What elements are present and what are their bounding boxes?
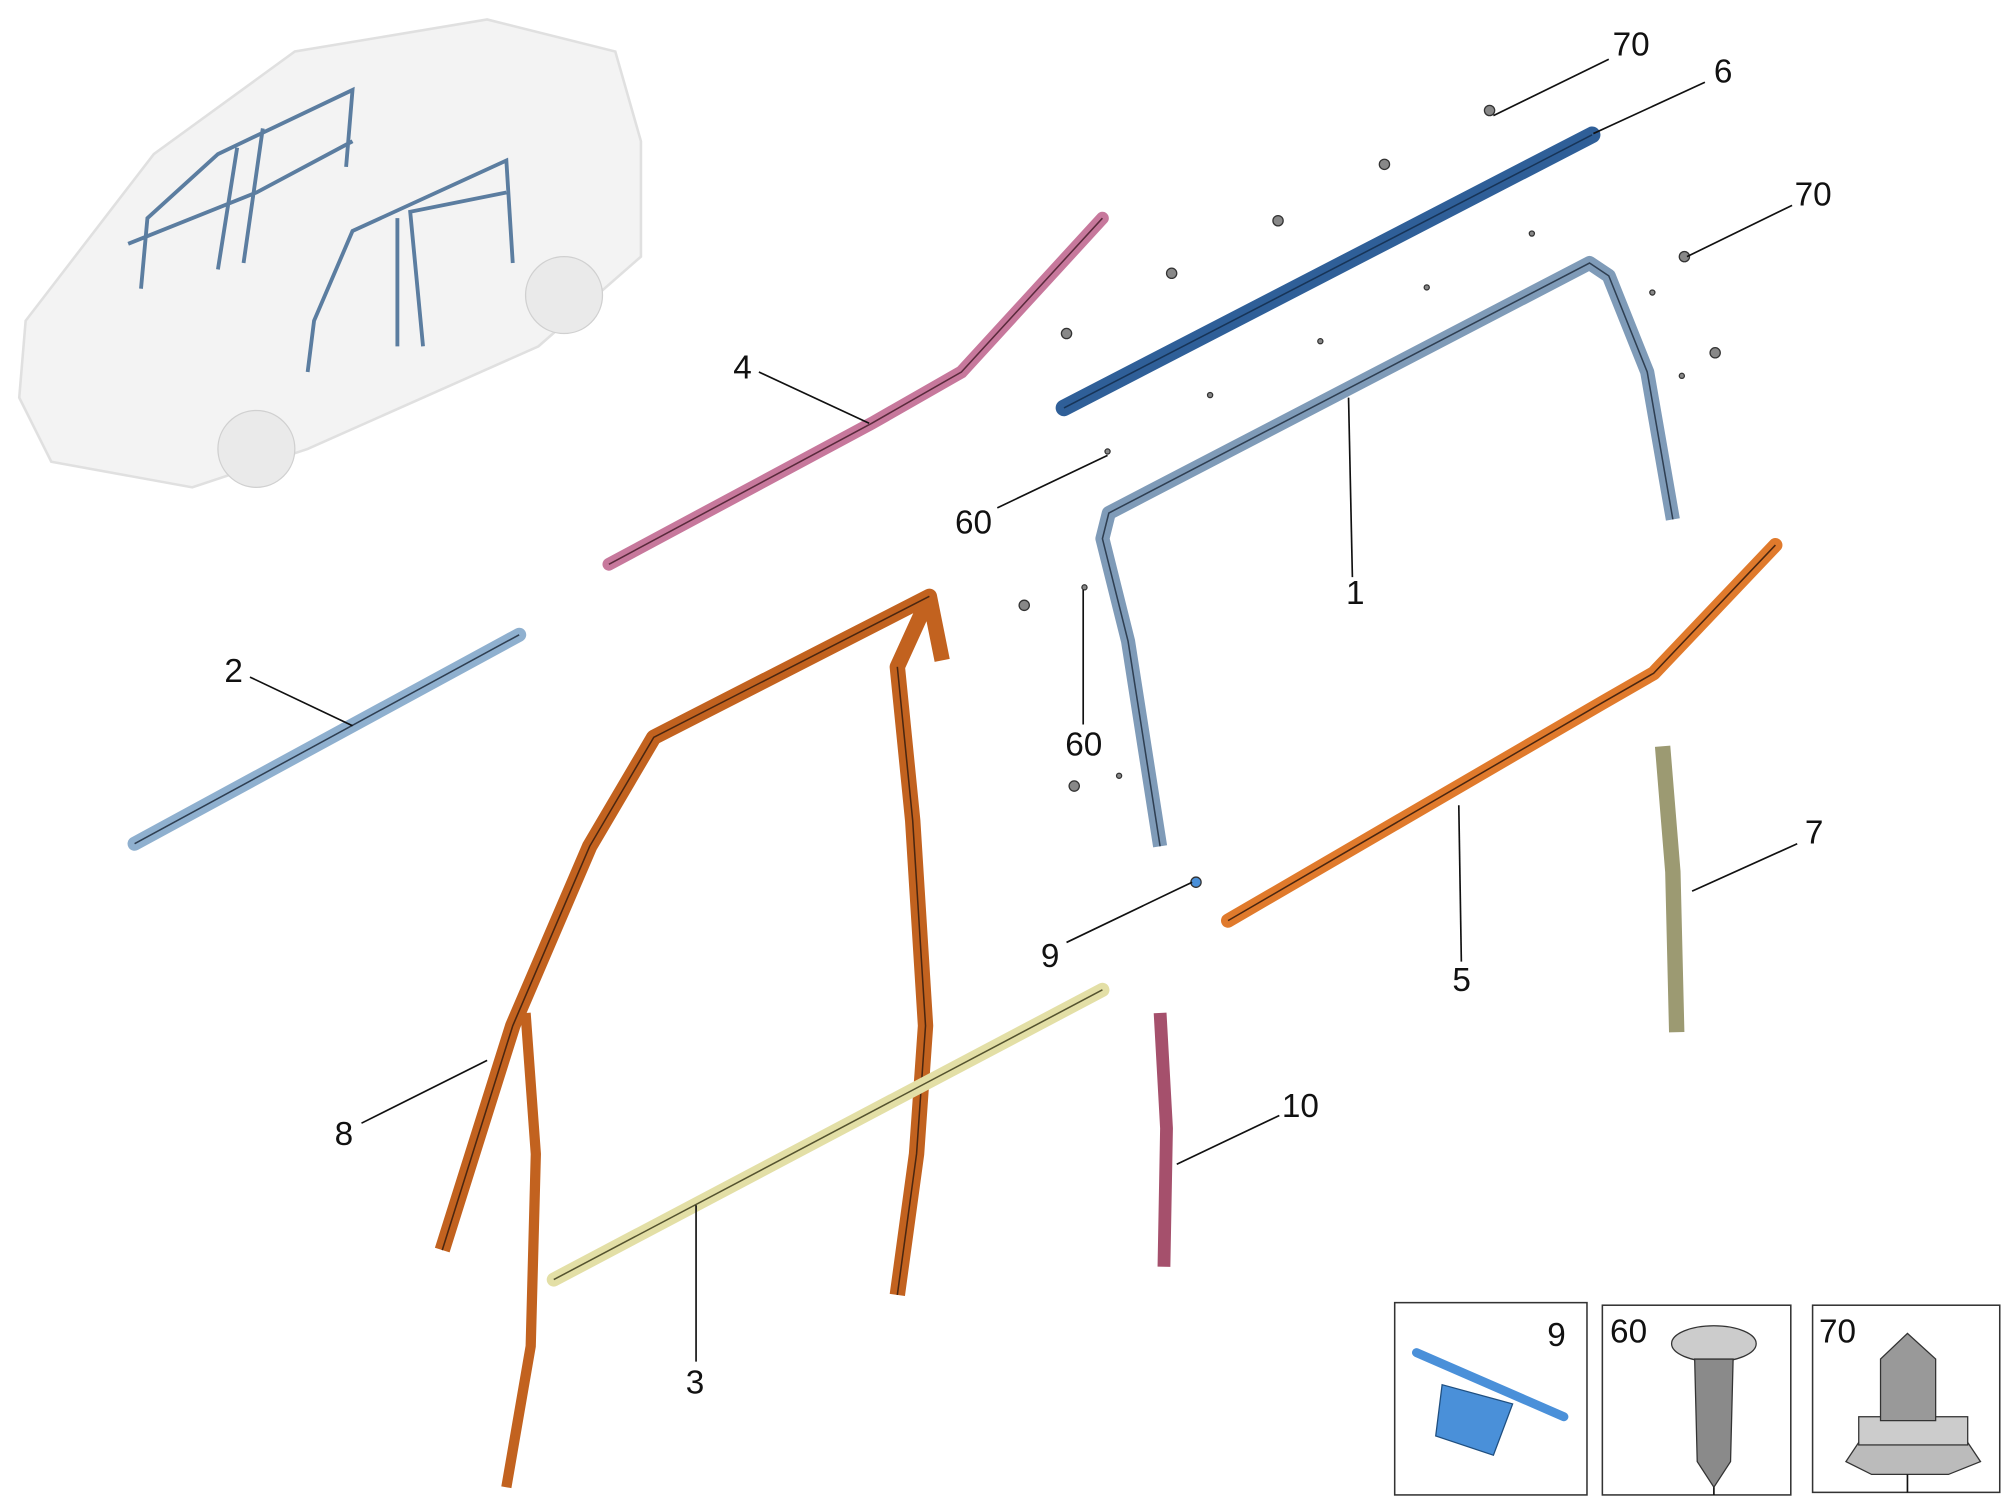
part-4-seal[interactable] bbox=[602, 211, 1109, 571]
label-6: 6 bbox=[1714, 53, 1733, 90]
label-4: 4 bbox=[733, 349, 752, 386]
label-1: 1 bbox=[1346, 575, 1365, 612]
label-70: 70 bbox=[1613, 26, 1650, 63]
label-9: 9 bbox=[1041, 938, 1060, 975]
label-60: 60 bbox=[1065, 726, 1102, 763]
detail-label-9: 9 bbox=[1547, 1317, 1566, 1354]
label-5: 5 bbox=[1452, 962, 1471, 999]
label-3: 3 bbox=[686, 1365, 705, 1402]
label-8: 8 bbox=[335, 1116, 354, 1153]
label-10: 10 bbox=[1282, 1088, 1319, 1125]
vehicle-overview bbox=[17, 18, 643, 489]
part-10-seal[interactable] bbox=[1153, 1012, 1173, 1267]
label-2: 2 bbox=[224, 653, 243, 690]
part-8-frame-seal[interactable] bbox=[434, 588, 950, 1296]
push-rivet-icon bbox=[1844, 1441, 1982, 1476]
part-7-seal[interactable] bbox=[1654, 745, 1685, 1033]
detail-box-screw-60: 60 bbox=[1601, 1304, 1792, 1496]
detail-label-70: 70 bbox=[1819, 1313, 1856, 1350]
clip-icon bbox=[1435, 1383, 1514, 1456]
label-70: 70 bbox=[1795, 176, 1832, 213]
screw-icon bbox=[1670, 1325, 1757, 1363]
detail-label-60: 60 bbox=[1610, 1313, 1647, 1350]
part-5-seal[interactable] bbox=[1220, 538, 1783, 928]
fasteners bbox=[1018, 104, 1721, 888]
label-7: 7 bbox=[1805, 815, 1824, 852]
detail-box-rivet-70: 70 bbox=[1811, 1304, 2001, 1494]
leader-lines bbox=[249, 58, 1798, 1362]
detail-box-clip-9: 9 bbox=[1393, 1301, 1588, 1496]
label-60: 60 bbox=[955, 505, 992, 542]
